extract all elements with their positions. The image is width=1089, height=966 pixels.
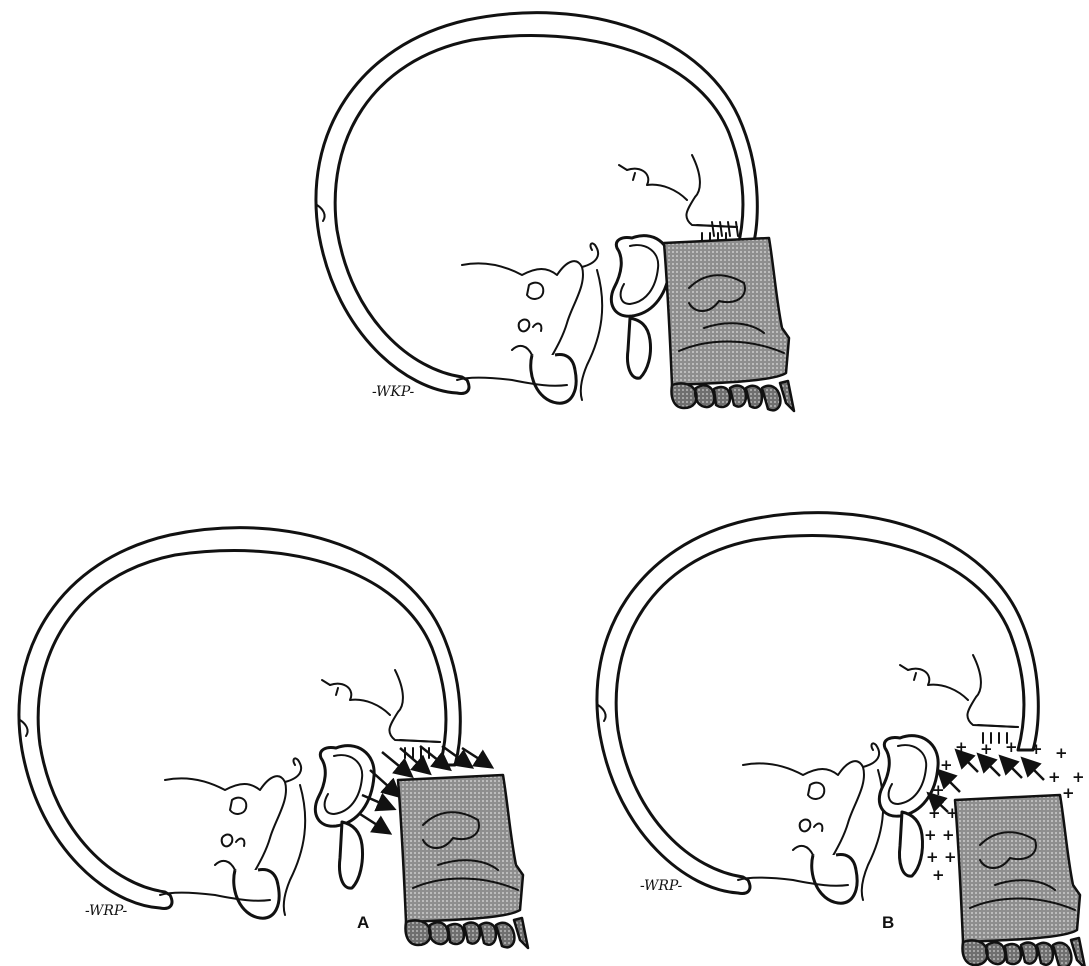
svg-text:+: + (942, 826, 955, 844)
svg-text:+: + (924, 826, 937, 844)
maxilla-face-block (398, 775, 528, 948)
panel-b: + + + + + + + + + + + + + + + + + -WRP- … (597, 513, 1085, 966)
signature: -WKP- (372, 384, 414, 400)
signature: -WRP- (85, 903, 128, 919)
svg-text:+: + (926, 848, 939, 866)
svg-text:+: + (955, 738, 968, 756)
svg-text:+: + (944, 848, 957, 866)
maxilla-face-block (664, 238, 794, 411)
svg-text:+: + (928, 804, 941, 822)
panel-label-a: A (357, 913, 369, 932)
svg-text:+: + (940, 756, 953, 774)
panel-a: -WRP- A (19, 528, 528, 948)
svg-text:+: + (1005, 738, 1018, 756)
svg-text:+: + (932, 781, 945, 799)
svg-text:+: + (980, 740, 993, 758)
maxilla-face-block (955, 795, 1085, 966)
pterygoid-plate (900, 812, 923, 876)
panel-top: -WKP- (316, 13, 794, 411)
panel-label-b: B (882, 913, 894, 932)
svg-text:+: + (932, 866, 945, 884)
zygomatic-arch (611, 236, 670, 317)
svg-text:+: + (1055, 744, 1068, 762)
pterygoid-plate (628, 318, 651, 378)
svg-text:+: + (1048, 768, 1061, 786)
skull-drawing (19, 528, 460, 919)
signature: -WRP- (640, 878, 683, 894)
svg-text:+: + (1062, 784, 1075, 802)
zygomatic-arch (315, 746, 374, 827)
pterygoid-plate (340, 822, 363, 888)
svg-text:+: + (1030, 740, 1043, 758)
